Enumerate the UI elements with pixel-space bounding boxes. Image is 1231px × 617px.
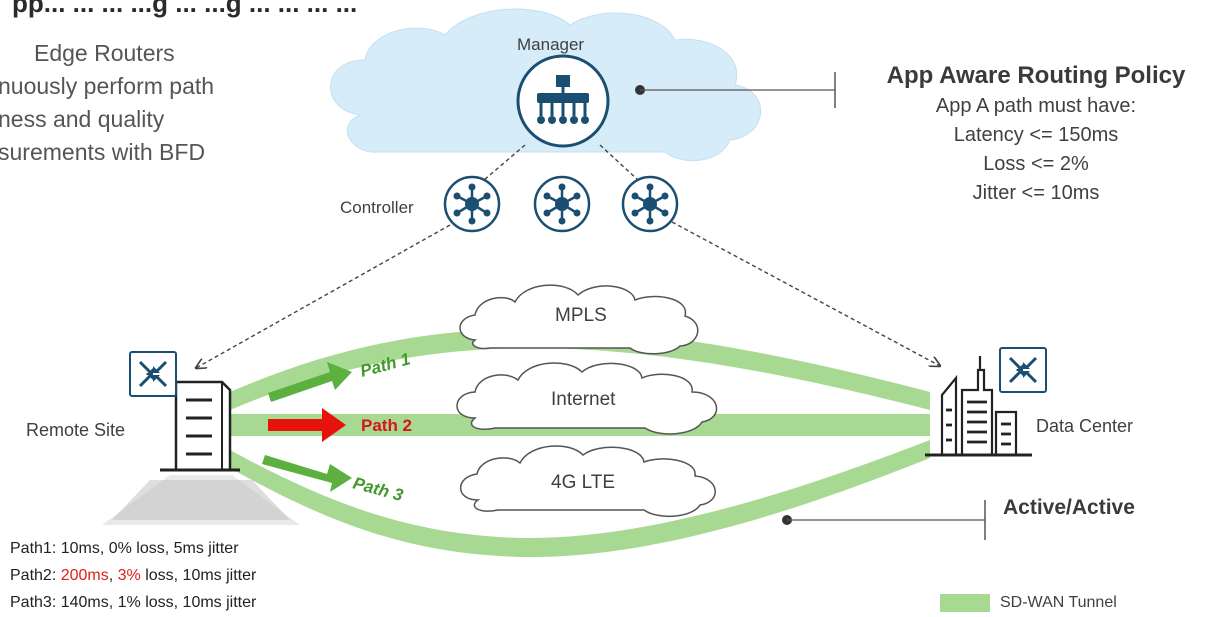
path-1-arrow [268,362,352,402]
controller-icon-2 [533,175,591,233]
policy-title: App Aware Routing Policy [886,62,1186,89]
measurement-sep: , [108,594,118,611]
control-line-manager-right [599,144,639,181]
internet-cloud [456,362,718,435]
measurement-latency: 200ms [60,567,109,584]
measurement-rest: loss, 5ms jitter [131,540,239,557]
measurement-rest: loss, 10ms jitter [140,567,257,584]
datacenter-router-icon [999,347,1047,393]
measurement-path: Path3: [10,594,61,611]
intro-line-4: surements with BFD [0,139,206,165]
measurement-sep: , [108,567,118,584]
controller-label: Controller [340,198,414,217]
path-2-arrow [268,408,346,442]
policy-line: Loss <= 2% [983,153,1089,175]
tunnel-path-3 [230,440,930,558]
data-center-building-icon [925,356,1032,457]
data-center-label: Data Center [1036,416,1133,436]
measurement-row: Path2: 200ms, 3% loss, 10ms jitter [10,562,256,589]
active-pointer [782,500,986,540]
measurements-list: Path1: 10ms, 0% loss, 5ms jitter Path2: … [10,535,256,616]
intro-line-3: ness and quality [0,106,165,132]
remote-site-building-icon [102,380,300,525]
measurement-path: Path1: [10,540,61,557]
measurement-row: Path1: 10ms, 0% loss, 5ms jitter [10,535,256,562]
remote-site-label: Remote Site [26,420,125,440]
measurement-sep: , [99,540,109,557]
measurement-rest: loss, 10ms jitter [140,594,257,611]
lte-cloud [460,445,716,518]
measurement-row: Path3: 140ms, 1% loss, 10ms jitter [10,589,256,616]
path-3-arrow [262,455,352,492]
active-active-label: Active/Active [1003,496,1135,519]
control-line-to-datacenter [671,221,940,366]
mpls-cloud [459,284,699,355]
policy-line: App A path must have: [935,95,1137,117]
measurement-loss: 0% [108,540,132,557]
manager-icon [516,54,610,148]
remote-router-icon [129,351,177,397]
controller-icon-1 [443,175,501,233]
intro-line-1: Edge Routers [34,40,175,66]
control-line-manager-left [483,144,526,181]
legend-tunnel-swatch [940,594,990,612]
measurement-latency: 10ms [60,540,100,557]
policy-pointer [635,72,836,108]
path-2-label: Path 2 [361,416,412,435]
measurement-loss: 3% [117,567,141,584]
mpls-label: MPLS [555,305,607,326]
tunnel-path-1 [230,328,930,410]
policy-line: Jitter <= 10ms [972,182,1100,204]
path-3-label: Path 3 [351,474,406,506]
measurement-loss: 1% [117,594,141,611]
policy-box: App Aware Routing Policy App A path must… [856,62,1216,205]
measurement-path: Path2: [10,567,61,584]
legend-tunnel-label: SD-WAN Tunnel [1000,594,1117,611]
header-title-fragment: pp... ... ... ...g ... ...g ... ... ... … [12,0,358,18]
lte-label: 4G LTE [551,472,615,493]
measurement-latency: 140ms [60,594,109,611]
manager-label: Manager [517,35,584,54]
policy-line: Latency <= 150ms [953,124,1119,146]
controller-icon-3 [621,175,679,233]
intro-line-2: nuously perform path [0,73,215,99]
internet-label: Internet [551,389,616,410]
